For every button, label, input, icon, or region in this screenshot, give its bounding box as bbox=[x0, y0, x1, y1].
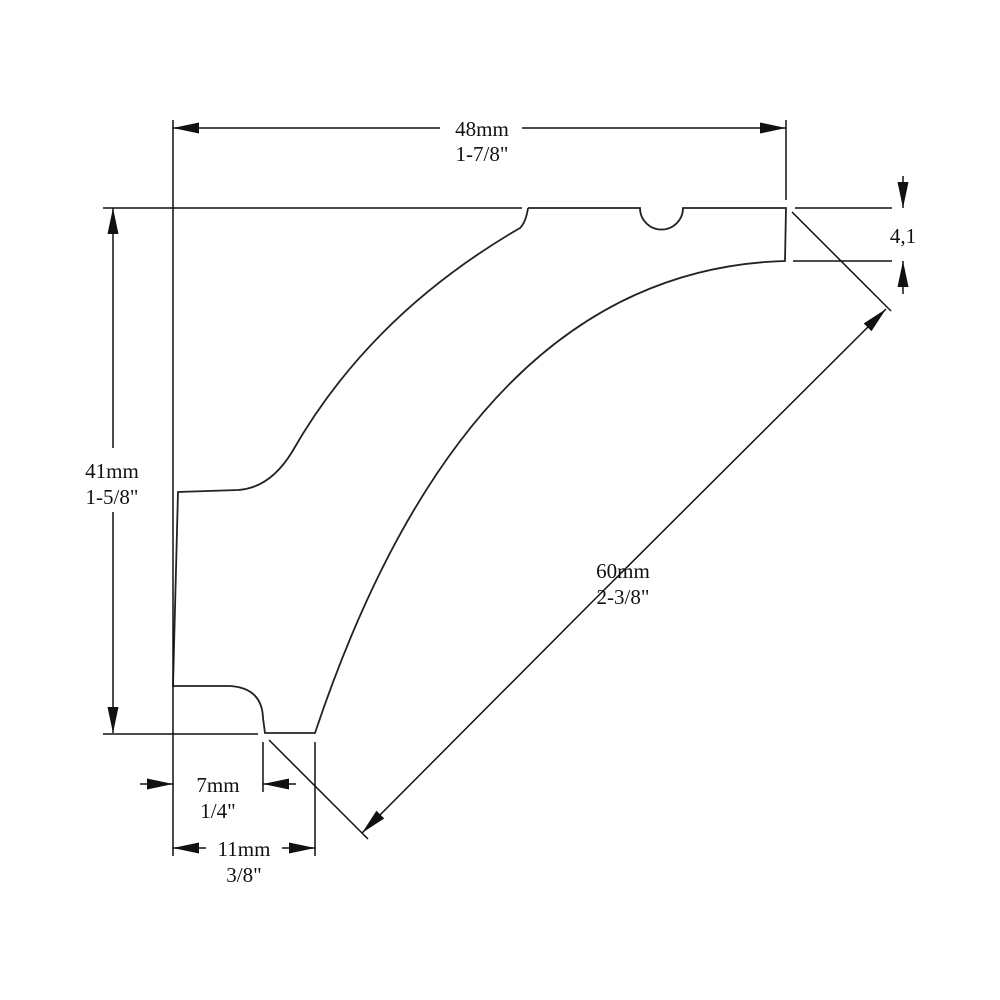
height-imperial-label: 1-5/8" bbox=[86, 485, 139, 509]
top-thickness-label: 4,1 bbox=[890, 224, 916, 248]
bottom-inner-metric-label: 7mm bbox=[196, 773, 239, 797]
extension-lines bbox=[103, 120, 892, 856]
width-imperial-label: 1-7/8" bbox=[456, 142, 509, 166]
moulding-profile bbox=[172, 207, 787, 734]
width-metric-label: 48mm bbox=[455, 117, 509, 141]
diagonal-metric-label: 60mm bbox=[596, 559, 650, 583]
diagonal-imperial-label: 2-3/8" bbox=[597, 585, 650, 609]
bottom-outer-metric-label: 11mm bbox=[218, 837, 271, 861]
bottom-inner-imperial-label: 1/4" bbox=[200, 799, 235, 823]
height-metric-label: 41mm bbox=[85, 459, 139, 483]
dimension-lines bbox=[107, 122, 909, 854]
bottom-outer-imperial-label: 3/8" bbox=[226, 863, 261, 887]
